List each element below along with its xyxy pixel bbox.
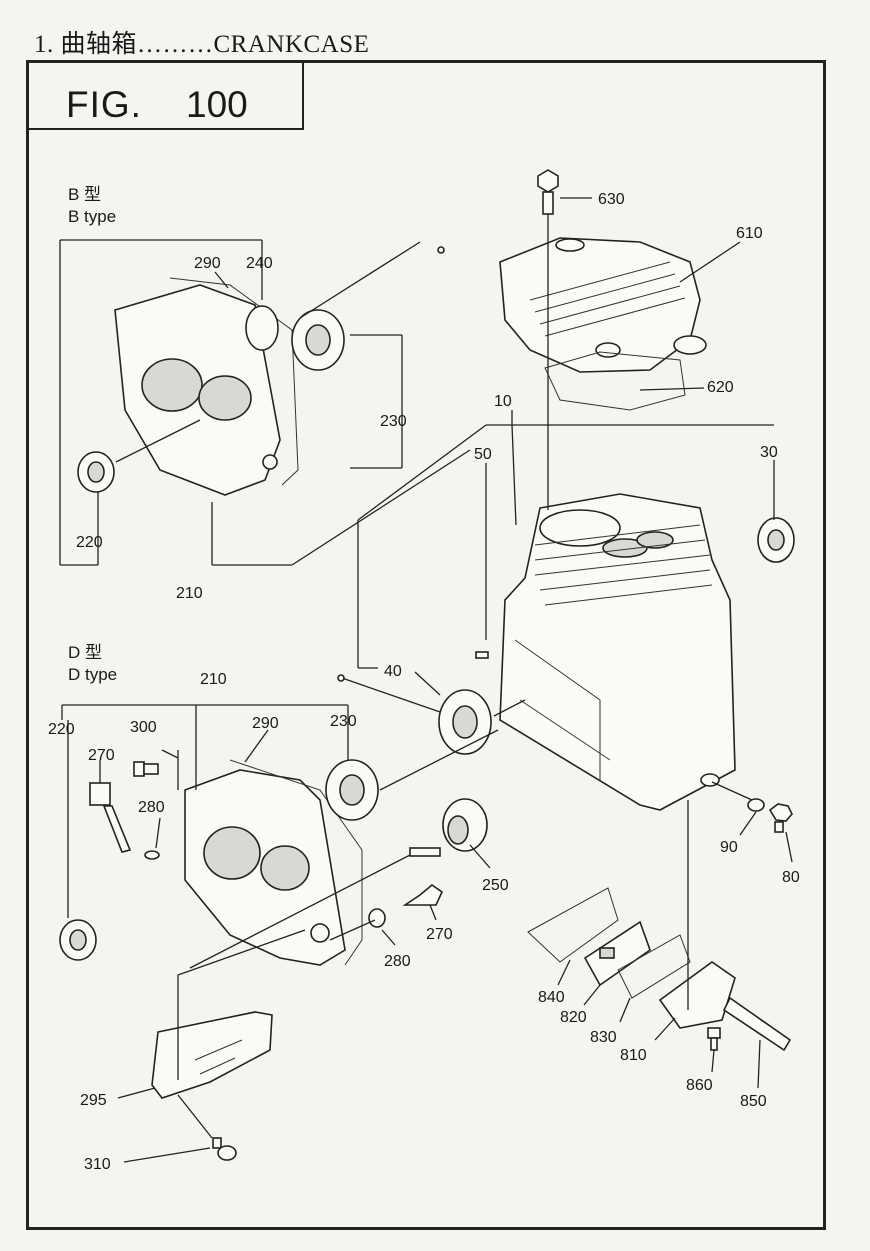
d-type-en: D type [68, 665, 118, 684]
callout-280-right: 280 [384, 953, 411, 970]
callout-810: 810 [620, 1047, 647, 1064]
figure-label: FIG. [66, 84, 142, 125]
bolt-310 [212, 1137, 237, 1161]
callout-210-d: 210 [200, 671, 227, 688]
d-type-cn: D 型 [68, 643, 102, 662]
callout-270-right: 270 [426, 926, 453, 943]
callout-numbers: 630 610 620 10 50 30 290 240 230 220 210… [48, 191, 800, 1173]
d-type-bearing-230 [325, 759, 379, 821]
bearing-40 [438, 689, 492, 755]
figure-number: 100 [186, 84, 248, 125]
bolt-860 [707, 1027, 721, 1051]
callout-610: 610 [736, 225, 763, 242]
head-gasket-620 [544, 351, 686, 411]
callout-50: 50 [474, 446, 492, 463]
breather-gasket-840 [527, 887, 619, 963]
crankcase-10 [499, 493, 736, 811]
callout-290-b: 290 [194, 255, 221, 272]
d-type-oil-seal-220 [59, 919, 97, 961]
oil-gauge-270-left [89, 782, 132, 853]
drain-plug-80 [768, 803, 793, 833]
d-type-label: D 型 D type [68, 642, 117, 686]
o-ring-280-right [368, 908, 386, 928]
oil-gauge-270-right [402, 883, 444, 906]
callout-230-b: 230 [380, 413, 407, 430]
breather-cover-810 [658, 961, 736, 1029]
callout-40: 40 [384, 663, 402, 680]
callout-220-d: 220 [48, 721, 75, 738]
leader-lines [59, 197, 793, 1163]
callout-300: 300 [130, 719, 157, 736]
callout-840: 840 [538, 989, 565, 1006]
callout-620: 620 [707, 379, 734, 396]
callout-80: 80 [782, 869, 800, 886]
callout-820: 820 [560, 1009, 587, 1026]
callout-850: 850 [740, 1093, 767, 1110]
oil-seal-30 [757, 517, 795, 563]
b-type-en: B type [68, 207, 117, 226]
callout-210-b: 210 [176, 585, 203, 602]
callout-250: 250 [482, 877, 509, 894]
callout-310: 310 [84, 1156, 111, 1173]
callout-630: 630 [598, 191, 625, 208]
bolt-300 [133, 761, 159, 777]
d-type-gasket-290 [229, 759, 363, 966]
breather-tube-850 [722, 996, 792, 1052]
callout-30: 30 [760, 444, 778, 461]
head-bolt-630 [537, 169, 559, 215]
b-type-bearing-230 [291, 309, 345, 371]
callout-280-left: 280 [138, 799, 165, 816]
washer-90 [747, 798, 765, 812]
o-ring-280-left [144, 850, 160, 860]
dowel-pin-50 [475, 651, 489, 659]
callout-230-d: 230 [330, 713, 357, 730]
page-title: 1. 曲轴箱………CRANKCASE [34, 31, 370, 58]
callout-860: 860 [686, 1077, 713, 1094]
callout-290-d: 290 [252, 715, 279, 732]
callout-240: 240 [246, 255, 273, 272]
figure-label-box [26, 60, 304, 130]
callout-270-left: 270 [88, 747, 115, 764]
b-type-seal-240 [245, 305, 279, 351]
cylinder-head-610 [499, 237, 707, 373]
callout-220-b: 220 [76, 534, 103, 551]
governor-gear-250 [409, 798, 488, 857]
b-type-oil-seal-220 [77, 451, 115, 493]
b-type-gasket-290 [169, 277, 299, 486]
d-type-cover-210 [184, 769, 346, 966]
callout-90: 90 [720, 839, 738, 856]
cover-plate-295 [151, 1011, 273, 1099]
diagram-frame [26, 60, 826, 1230]
breather-valve-820 [583, 920, 651, 987]
b-type-cn: B 型 [68, 185, 102, 204]
breather-gasket-830 [617, 934, 691, 999]
callout-295: 295 [80, 1092, 107, 1109]
callout-830: 830 [590, 1029, 617, 1046]
b-type-label: B 型 B type [68, 184, 116, 228]
callout-10: 10 [494, 393, 512, 410]
